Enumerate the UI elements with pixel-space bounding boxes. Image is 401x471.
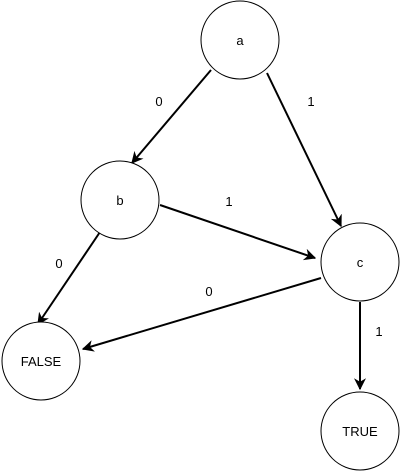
node-false: FALSE — [1, 321, 81, 401]
edge-b-c-line — [159, 204, 317, 261]
node-b-circle — [80, 160, 160, 240]
edge-a-c-label: 1 — [307, 94, 314, 109]
node-true: TRUE — [320, 391, 400, 471]
node-true-label: TRUE — [342, 424, 378, 439]
edge-a-c: 1 — [266, 72, 342, 228]
edge-a-c-line — [266, 72, 342, 228]
edges: 0 1 0 1 0 1 — [37, 69, 383, 391]
edge-b-false-label: 0 — [55, 256, 62, 271]
node-true-circle — [320, 391, 400, 471]
node-c: c — [320, 222, 400, 302]
edge-b-c: 1 — [159, 194, 317, 261]
edge-b-c-label: 1 — [225, 194, 232, 209]
edge-a-b-label: 0 — [155, 94, 162, 109]
node-b-label: b — [116, 193, 123, 208]
node-c-label: c — [357, 255, 364, 270]
edge-c-false: 0 — [81, 277, 322, 352]
edge-c-false-line — [81, 277, 322, 352]
node-a: a — [200, 0, 280, 80]
edge-b-false: 0 — [37, 231, 101, 325]
edge-c-true-label: 1 — [375, 324, 382, 339]
node-a-label: a — [236, 33, 244, 48]
edge-a-b: 0 — [131, 69, 212, 164]
edge-c-true: 1 — [354, 302, 383, 391]
node-c-circle — [320, 222, 400, 302]
node-false-circle — [1, 321, 81, 401]
node-b: b — [80, 160, 160, 240]
edge-a-b-line — [131, 69, 212, 164]
node-false-label: FALSE — [21, 354, 62, 369]
edge-c-false-label: 0 — [205, 284, 212, 299]
edge-b-false-line — [37, 231, 101, 325]
node-a-circle — [200, 0, 280, 80]
